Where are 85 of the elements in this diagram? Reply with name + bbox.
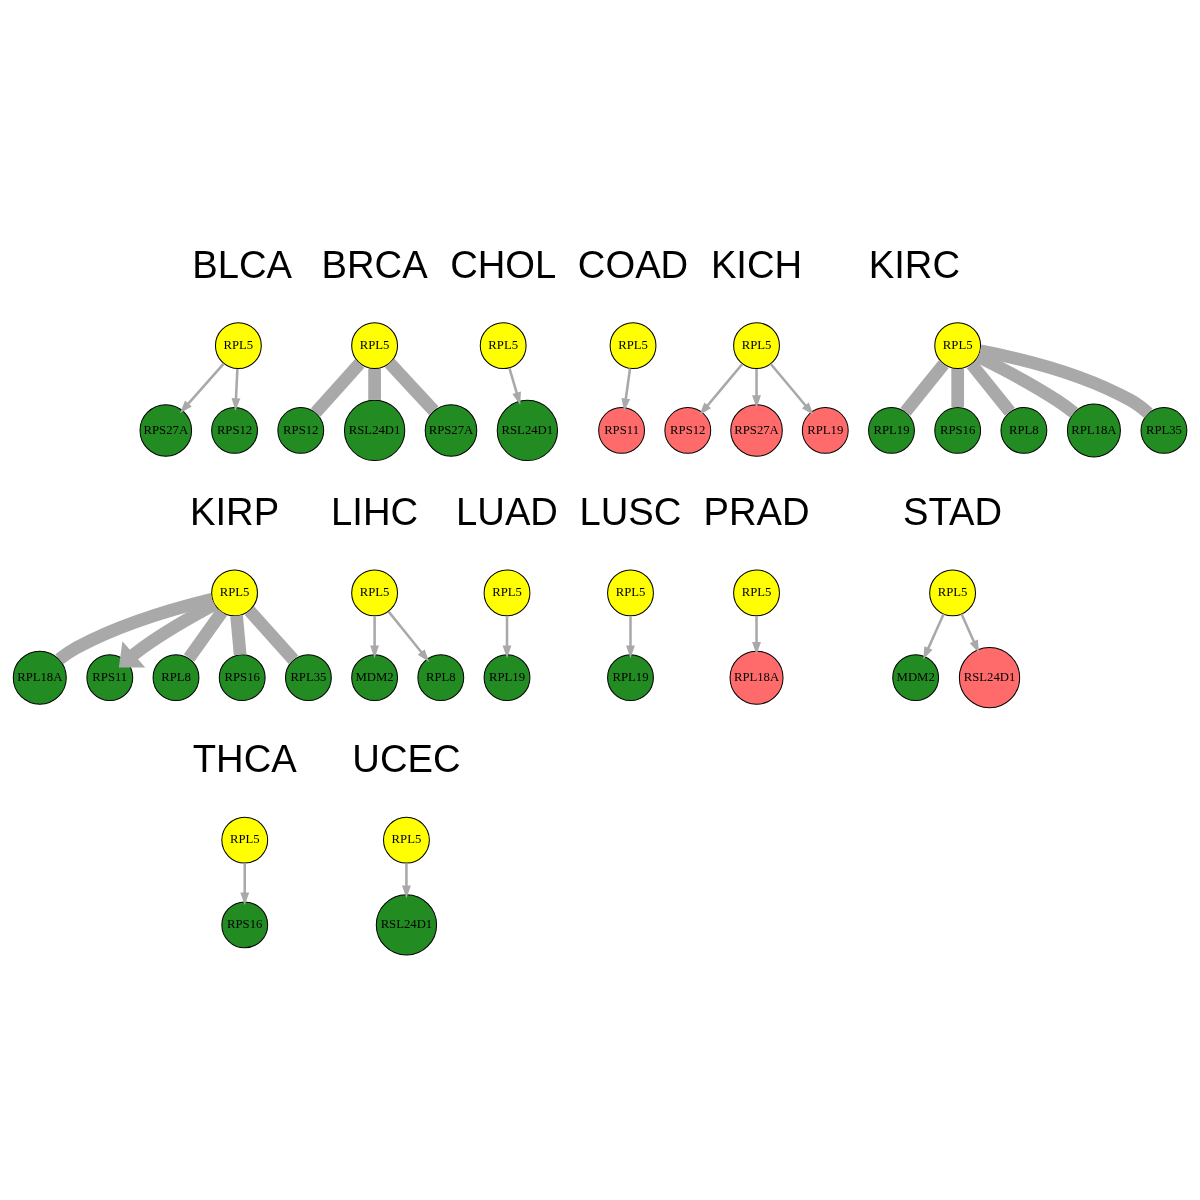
node-circle: RPS11 (86, 654, 134, 702)
connector (368, 369, 381, 400)
node-circle: RPL5 (934, 322, 982, 370)
label: UCEC (352, 736, 461, 780)
arrow (179, 362, 225, 414)
connector (55, 593, 214, 665)
node-circle: RSL24D1 (375, 894, 438, 956)
node-circle: RPL5 (929, 569, 976, 617)
node-circle: RPL5 (607, 569, 654, 617)
arrow (960, 613, 980, 654)
node-circle: RPL5 (214, 322, 262, 370)
connector (900, 360, 949, 416)
node-circle: RPS27A (139, 404, 193, 457)
arrow (923, 613, 945, 660)
node-circle: RPL8 (152, 654, 200, 702)
arrow (231, 368, 241, 411)
label: CHOL (450, 242, 557, 286)
label: LIHC (331, 489, 419, 533)
connector (310, 359, 365, 417)
node-circle: RPS16 (934, 407, 982, 454)
node-circle: RPL19 (483, 654, 531, 702)
label: LUSC (579, 489, 682, 533)
label: KICH (710, 242, 803, 286)
arrow (621, 368, 632, 412)
label: LUAD (456, 489, 558, 533)
connector (978, 344, 1153, 419)
node-circle: RPS16 (221, 901, 269, 949)
node-circle: RPL18A (729, 650, 784, 705)
arrow (387, 610, 430, 662)
label: THCA (192, 736, 297, 780)
label: KIRP (189, 489, 280, 533)
node-circle: RPL19 (801, 407, 849, 454)
node-circle: RPS27A (424, 404, 478, 457)
connector (385, 358, 439, 415)
connector (230, 615, 247, 656)
arrow (508, 367, 521, 405)
label: KIRC (868, 242, 961, 286)
node-circle: RPL19 (868, 407, 915, 454)
connector (244, 606, 299, 664)
node-circle: RPS27A (730, 404, 783, 457)
arrow (401, 863, 411, 899)
label: BLCA (192, 242, 293, 286)
arrow (370, 616, 380, 659)
arrow (699, 363, 744, 416)
connector (966, 360, 1015, 416)
node-circle: MDM2 (351, 654, 399, 702)
node-circle: RPL5 (351, 569, 399, 617)
node-circle: RPS12 (664, 407, 712, 454)
node-circle: RPL5 (609, 322, 657, 370)
node-circle: RPL35 (285, 654, 332, 702)
node-circle: RSL24D1 (958, 647, 1021, 709)
node-circle: RPL5 (351, 322, 399, 370)
node-circle: RPL5 (479, 322, 527, 370)
node-circle: RPL35 (1140, 407, 1188, 454)
arrow (626, 616, 635, 659)
node-circle: RPS12 (277, 407, 325, 454)
node-circle: RPL8 (1000, 407, 1048, 454)
node-circle: RPL19 (607, 654, 654, 702)
node-circle: RPL8 (417, 654, 465, 702)
label: BRCA (321, 242, 428, 286)
arrow (752, 616, 761, 655)
node-circle: RSL24D1 (496, 399, 559, 462)
node-circle: RSL24D1 (343, 399, 406, 462)
arrow (118, 598, 218, 668)
node-circle: MDM2 (892, 654, 940, 702)
node-circle: RPL5 (733, 322, 780, 370)
node-circle: RPL18A (1066, 403, 1121, 458)
arrow (752, 369, 761, 409)
node-circle: RPL5 (733, 569, 780, 617)
node-circle: RPL5 (221, 816, 269, 864)
arrow (769, 363, 814, 416)
node-circle: RPS12 (211, 407, 258, 454)
connector (183, 608, 228, 662)
label: COAD (577, 242, 689, 286)
label: STAD (903, 489, 1003, 533)
node-circle: RPL5 (483, 569, 531, 617)
node-circle: RPS11 (598, 407, 645, 454)
arrow (240, 863, 250, 906)
node-circle: RPL5 (211, 569, 258, 617)
node-circle: RPL18A (12, 650, 67, 705)
connector (951, 369, 965, 408)
label: PRAD (703, 489, 810, 533)
node-circle: RPS16 (218, 654, 266, 702)
node-circle: RPL5 (383, 816, 430, 864)
arrow (502, 616, 512, 659)
